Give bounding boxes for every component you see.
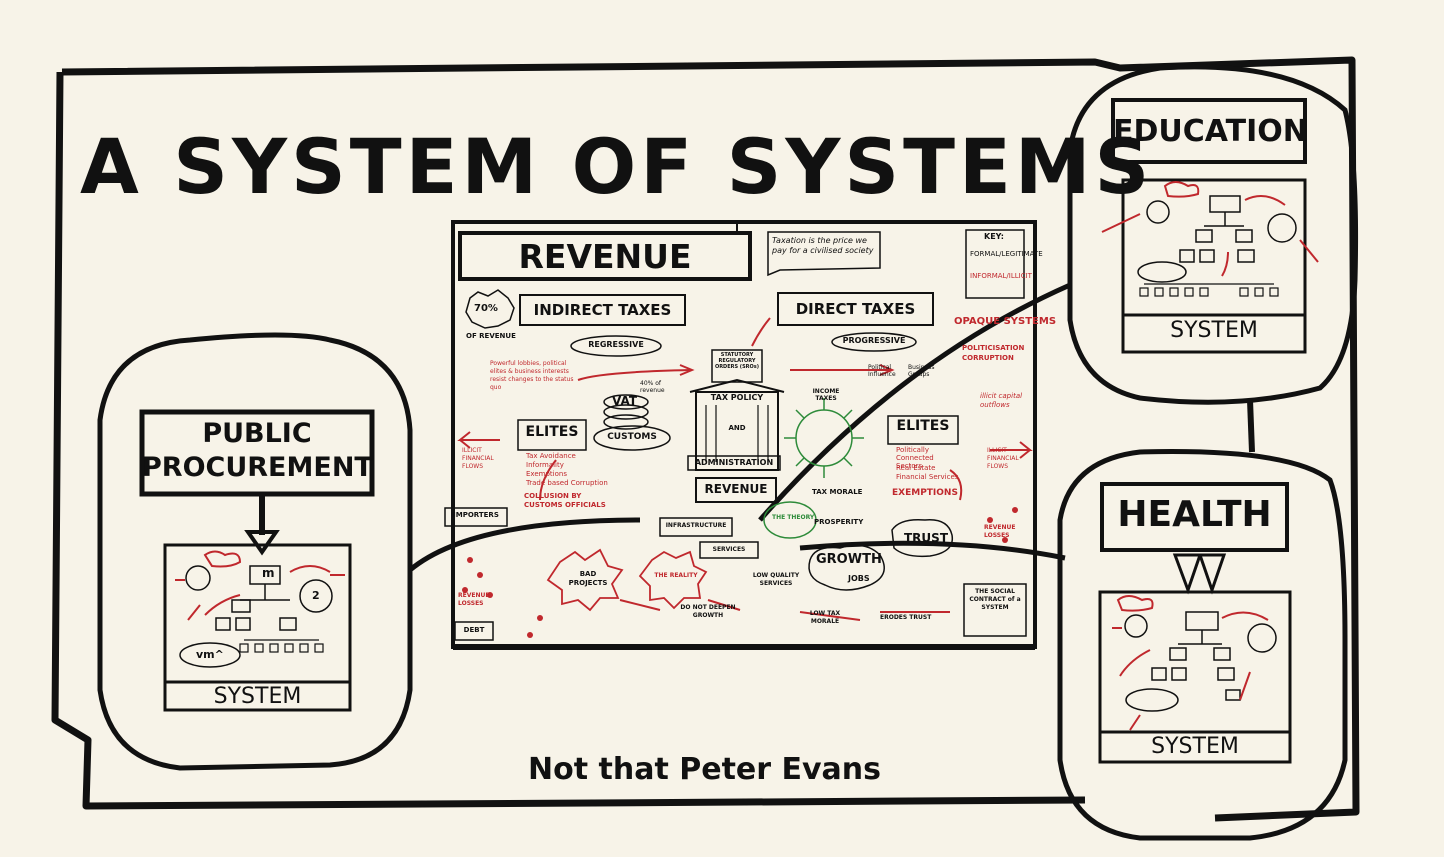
revenue-losses-right: REVENUE LOSSES — [984, 524, 1016, 539]
income-taxes-label: INCOME TAXES — [812, 388, 840, 402]
revenue-losses-left: REVENUE LOSSES — [458, 592, 490, 607]
elites-left: ELITES — [525, 424, 579, 440]
health-mini-diagram — [1124, 611, 1277, 712]
health-mini-frame — [1098, 590, 1292, 764]
education-system-label: SYSTEM — [1170, 318, 1258, 343]
collusion-note: COLLUSION BY CUSTOMS OFFICIALS — [524, 492, 606, 509]
procurement-alt-label: vm^ — [196, 648, 224, 661]
key-item-informal: INFORMAL/ILLICIT — [970, 272, 1032, 280]
elites-left-item-2: Informality — [526, 461, 564, 469]
illicit-capital-outflows: illicit capital outflows — [980, 392, 1023, 409]
connector-education — [758, 282, 1072, 522]
connector-procurement — [408, 517, 641, 572]
regressive-label: REGRESSIVE — [588, 340, 644, 349]
signature: Not that Peter Evans — [528, 752, 881, 787]
political-influence: Political Influence — [868, 364, 896, 378]
revenue-center: REVENUE — [704, 482, 768, 496]
elites-left-item-4: Trade based Corruption — [526, 479, 608, 487]
revenue-quote: Taxation is the price we pay for a civil… — [772, 236, 874, 255]
growth: GROWTH — [816, 552, 882, 567]
percent-caption: OF REVENUE — [466, 332, 516, 340]
reality-burst — [638, 550, 708, 610]
the-theory: THE THEORY — [772, 514, 815, 521]
procurement-heading-line2: PROCUREMENT — [142, 452, 373, 483]
statutory-orders: STATUTORY REGULATORY ORDERS (SROs) — [714, 352, 760, 370]
education-blob — [1067, 64, 1359, 405]
tax-morale: TAX MORALE — [812, 488, 863, 496]
elites-left-item-1: Tax Avoidance — [526, 452, 576, 460]
bad-projects-burst — [546, 548, 624, 612]
procurement-count-label: 2 — [312, 589, 320, 602]
opaque-systems: OPAQUE SYSTEMS — [954, 316, 1057, 327]
procurement-blob — [97, 332, 413, 771]
education-mini-frame — [1121, 178, 1307, 354]
revenue-title: REVENUE — [518, 237, 692, 276]
bad-projects: BAD PROJECTS — [568, 570, 608, 587]
procurement-mini-diagram — [179, 565, 333, 668]
percent-badge: 70% — [474, 303, 498, 314]
do-not-deepen-growth: DO NOT DEEPEN GROWTH — [680, 604, 736, 619]
trust: TRUST — [904, 531, 948, 545]
connector-health — [799, 540, 1066, 561]
elites-right-item-2: Real Estate — [896, 464, 936, 472]
business-groups: Business Groups — [908, 364, 935, 378]
low-quality-services: LOW QUALITY SERVICES — [752, 572, 800, 587]
progressive-label: PROGRESSIVE — [842, 336, 906, 345]
jobs: JOBS — [848, 574, 870, 583]
indirect-taxes: INDIRECT TAXES — [533, 301, 672, 319]
exemptions-right: EXEMPTIONS — [892, 488, 958, 498]
vat-label: VAT — [612, 394, 638, 408]
procurement-node-label: m — [262, 566, 275, 580]
procurement-system-label: SYSTEM — [213, 684, 302, 709]
health-system-label: SYSTEM — [1151, 734, 1239, 759]
direct-taxes: DIRECT TAXES — [795, 300, 916, 318]
services: SERVICES — [712, 546, 746, 553]
income-taxes-sunburst — [784, 398, 864, 478]
page-title: A SYSTEM OF SYSTEMS — [80, 122, 1154, 211]
key-title: KEY: — [984, 232, 1004, 241]
customs-label: CUSTOMS — [607, 432, 657, 442]
politicisation: POLITICISATION — [962, 344, 1025, 352]
and-label: AND — [728, 424, 746, 432]
key-item-formal: FORMAL/LEGITIMATE — [970, 250, 1043, 258]
erodes-trust: ERODES TRUST — [880, 614, 932, 621]
corruption: CORRUPTION — [962, 354, 1014, 362]
vat-share: 40% of revenue — [640, 380, 665, 394]
procurement-mini-frame — [163, 543, 352, 712]
education-mini-diagram — [1137, 195, 1297, 297]
elites-left-item-3: Exemptions — [526, 470, 567, 478]
importers-label: IMPORTERS — [453, 511, 499, 519]
low-tax-morale: LOW TAX MORALE — [809, 610, 841, 625]
social-contract: THE SOCIAL CONTRACT of a SYSTEM — [969, 588, 1021, 611]
debt-label: DEBT — [463, 626, 485, 634]
illicit-flows-left: ILLICIT FINANCIAL FLOWS — [462, 447, 494, 470]
prosperity: PROSPERITY — [814, 518, 864, 526]
elites-right-item-1: Politically Connected Sectors — [896, 446, 934, 470]
illicit-flows-right: ILLICIT FINANCIAL FLOWS — [987, 447, 1019, 470]
health-blob — [1057, 449, 1348, 841]
infrastructure: INFRASTRUCTURE — [665, 522, 727, 529]
elites-right-item-3: Financial Services — [896, 473, 959, 481]
tax-policy-label: TAX POLICY — [710, 393, 764, 402]
the-reality: THE REALITY — [654, 572, 698, 579]
connector-edu-health — [1247, 399, 1255, 453]
administration-label: ADMINISTRATION — [694, 458, 774, 467]
outer-frame — [51, 56, 1360, 822]
education-heading: EDUCATION — [1113, 114, 1308, 149]
elites-right: ELITES — [896, 418, 950, 434]
lobbies-note: Powerful lobbies, political elites & bus… — [490, 360, 574, 391]
procurement-heading-line1: PUBLIC — [202, 418, 312, 449]
health-heading: HEALTH — [1117, 494, 1272, 535]
